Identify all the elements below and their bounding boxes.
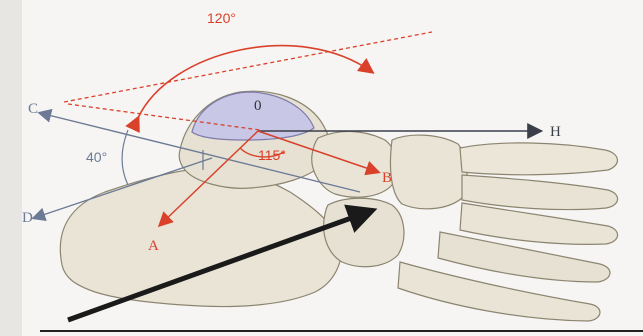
arc-40 bbox=[122, 130, 128, 185]
cuneiform-bones bbox=[390, 135, 466, 209]
metatarsal-1 bbox=[460, 143, 617, 175]
angle-40-label: 40° bbox=[86, 149, 107, 165]
origin-label: 0 bbox=[254, 98, 262, 114]
angle-115-label: 115° bbox=[258, 147, 286, 163]
point-A-label: A bbox=[148, 238, 159, 254]
talus-dome bbox=[192, 92, 314, 140]
angle-120-label: 120° bbox=[207, 10, 236, 26]
point-D-label: D bbox=[22, 210, 33, 226]
metatarsal-2 bbox=[462, 175, 618, 210]
cuboid-bone bbox=[324, 198, 404, 266]
page-gutter-shadow bbox=[0, 0, 22, 336]
point-B-label: B bbox=[382, 170, 392, 186]
point-H-label: H bbox=[550, 124, 561, 140]
point-C-label: C bbox=[28, 101, 38, 117]
foot-bones bbox=[60, 91, 617, 321]
